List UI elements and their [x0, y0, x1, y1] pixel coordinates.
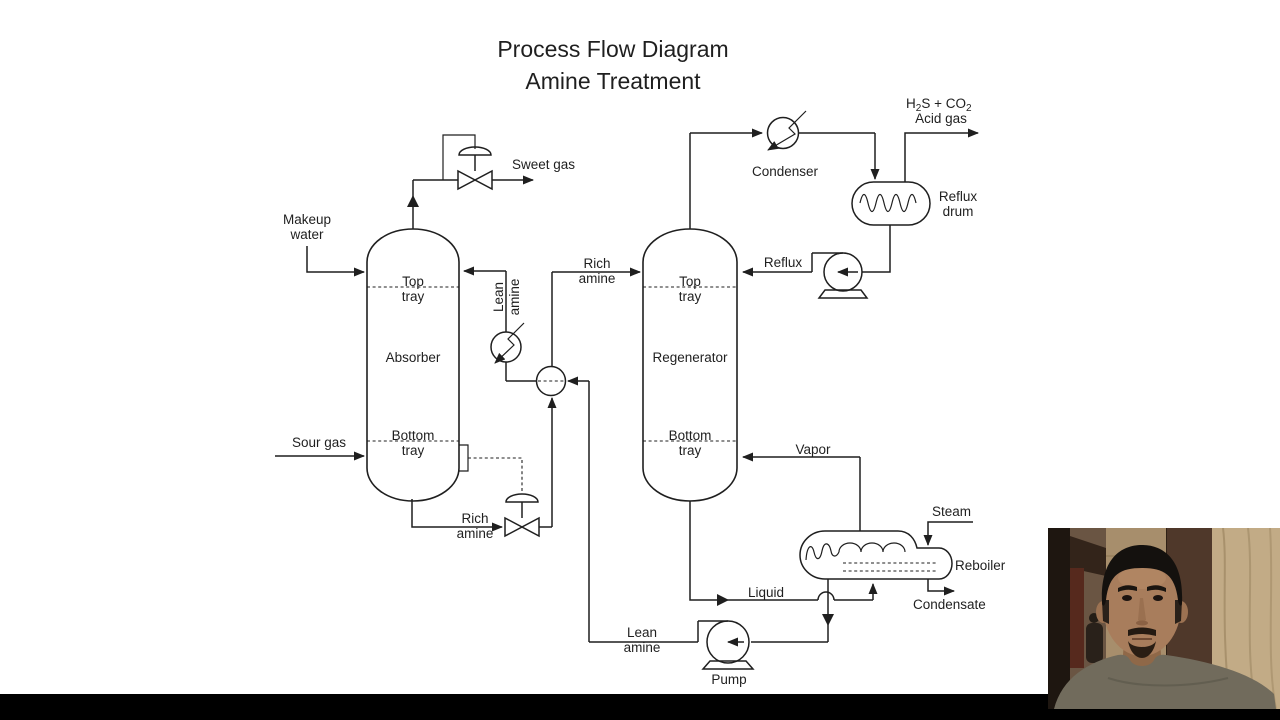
lean-rich-exchanger-icon — [535, 365, 567, 397]
reflux-drum-label-2: drum — [943, 204, 974, 219]
regenerator-top-tray-label-2: tray — [679, 289, 702, 304]
reboiler-label: Reboiler — [955, 558, 1006, 573]
reboiler-shell — [799, 530, 953, 580]
cooler-duty-arrow — [494, 322, 525, 364]
pipe-liquid: Liquid — [689, 501, 878, 606]
regenerator-bottom-tray-label-1: Bottom — [669, 428, 712, 443]
pipe-rich-amine-bottoms: Rich amine — [411, 397, 557, 541]
acid-gas-formula-label: H2S + CO2 — [906, 96, 972, 114]
pipe-lean-amine-return-riser — [567, 376, 590, 642]
rich-amine-valve-label-1: Rich — [461, 511, 488, 526]
valve-body-right — [520, 516, 540, 538]
lean-amine-return-label-1: Lean — [627, 625, 657, 640]
regenerator-vessel — [642, 228, 738, 502]
makeup-water-line — [306, 246, 365, 277]
rich-amine-feed-label-1: Rich — [583, 256, 610, 271]
reboiler-liquid-wave — [838, 542, 906, 553]
absorber-bottoms-line — [411, 499, 503, 532]
drum-liquid-wave — [859, 193, 917, 213]
makeup-water-label-2: water — [289, 227, 324, 242]
flow-arrow-right-icon — [717, 594, 729, 606]
regenerator-bottom-tray-label-2: tray — [679, 443, 702, 458]
absorber-top-tray-label-1: Top — [402, 274, 424, 289]
cooler-shell — [490, 331, 522, 363]
steam-label: Steam — [932, 504, 971, 519]
sweet-gas-label: Sweet gas — [512, 157, 575, 172]
flow-arrow-up-icon — [407, 195, 419, 207]
regen-bottoms-line — [689, 501, 818, 601]
valve-body-left — [504, 516, 524, 538]
pipe-sweet-gas: Sweet gas — [407, 134, 575, 229]
pipe-rich-amine-feed: Rich amine — [551, 256, 641, 367]
steam-line — [923, 521, 973, 546]
pipe-makeup-water: Makeup water — [283, 212, 365, 277]
reflux-pump-icon — [811, 252, 869, 299]
pipe-lean-amine-return: Pump Lean amine — [589, 579, 834, 687]
pump-base — [817, 289, 869, 299]
condenser-label: Condenser — [752, 164, 819, 179]
rich-amine-feed-label-2: amine — [579, 271, 616, 286]
condensate-line — [927, 579, 955, 596]
lean-amine-cooled-label-1: Lean — [491, 282, 506, 312]
amine-pump-icon — [697, 620, 755, 670]
pump-base — [701, 660, 755, 670]
webcam-video-frame — [1048, 528, 1280, 709]
pipe-steam: Steam — [923, 504, 973, 546]
lean-amine-cooled-label-2: amine — [507, 279, 522, 316]
absorber-top-tray-label-2: tray — [402, 289, 425, 304]
pressure-sensing-line — [442, 134, 476, 180]
flow-arrow-down-icon — [822, 614, 834, 626]
condenser-duty-arrow — [767, 110, 807, 151]
pipe-regen-overhead: Condenser — [689, 110, 880, 229]
pipe-acid-gas: H2S + CO2 Acid gas — [904, 96, 979, 182]
absorber-name-label: Absorber — [386, 350, 441, 365]
pressure-control-valve-icon — [442, 134, 493, 191]
valve-actuator-dome — [505, 493, 539, 503]
condenser-exchanger-icon — [766, 110, 807, 151]
acid-gas-line — [904, 128, 979, 182]
condensate-label: Condensate — [913, 597, 986, 612]
page-title-line2: Amine Treatment — [525, 68, 701, 94]
reflux-label: Reflux — [764, 255, 803, 270]
webcam-overlay — [1048, 528, 1280, 709]
reflux-drum-vessel: Reflux drum — [851, 181, 978, 226]
regenerator-top-tray-label-1: Top — [679, 274, 701, 289]
level-sensor-icon — [459, 444, 469, 472]
amine-cooler-icon — [490, 322, 525, 364]
absorber-bottom-tray-label-1: Bottom — [392, 428, 435, 443]
pipe-lean-amine-cooled: Lean amine — [463, 266, 537, 382]
pipe-vapor: Vapor — [742, 442, 861, 531]
vapor-label: Vapor — [795, 442, 831, 457]
absorber-column: Top tray Absorber Bottom tray — [366, 228, 469, 502]
valve-body-right — [473, 169, 493, 191]
rich-amine-valve-label-2: amine — [457, 526, 494, 541]
pipe-sour-gas: Sour gas — [275, 435, 365, 461]
regenerator-column: Top tray Regenerator Bottom tray — [642, 228, 738, 502]
liquid-label: Liquid — [748, 585, 784, 600]
line-crossover-hop — [817, 591, 835, 601]
kettle-reboiler-icon: Reboiler — [799, 530, 1006, 580]
reboiler-liquid-squiggle — [805, 543, 840, 561]
valve-actuator-dome — [458, 146, 492, 156]
sour-gas-label: Sour gas — [292, 435, 346, 450]
acid-gas-label: Acid gas — [915, 111, 967, 126]
absorber-bottom-tray-label-2: tray — [402, 443, 425, 458]
condenser-shell — [766, 116, 800, 150]
reflux-drum-label-1: Reflux — [939, 189, 978, 204]
regenerator-name-label: Regenerator — [652, 350, 728, 365]
reflux-drum-shell — [851, 181, 931, 226]
valve-body-left — [457, 169, 477, 191]
pump-label: Pump — [711, 672, 746, 687]
absorber-vessel — [366, 228, 460, 502]
pipe-reflux: Reflux — [742, 225, 891, 299]
drum-outlet-line — [862, 225, 891, 273]
page-title-line1: Process Flow Diagram — [497, 36, 728, 62]
pipe-condensate: Condensate — [913, 579, 986, 612]
level-control-valve-icon — [504, 493, 540, 538]
makeup-water-label-1: Makeup — [283, 212, 331, 227]
webcam-person — [1054, 545, 1276, 709]
lean-amine-return-label-2: amine — [624, 640, 661, 655]
level-control-signal-line — [468, 457, 523, 494]
